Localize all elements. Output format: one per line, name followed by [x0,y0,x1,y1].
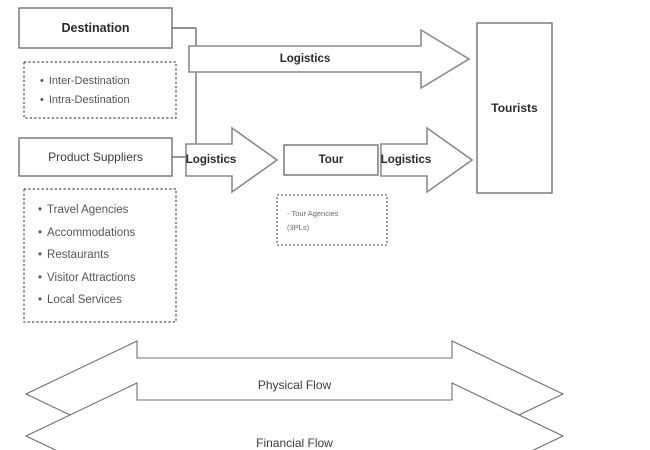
logistics-mid-right-arrow [380,126,474,194]
list-item: • Intra-Destination [40,94,176,106]
tourists-box [476,22,553,194]
list-item: • Restaurants [38,249,176,262]
list-item-label: Inter-Destination [48,74,130,87]
tour-box [283,144,379,176]
bullet-icon: • [40,74,44,87]
financial-flow-arrow [24,382,565,450]
list-item: • Travel Agencies [38,204,176,217]
tour-agencies-note-line1: - Tour Agencies [287,209,339,218]
tour-agencies-note: - Tour Agencies (3PLs) [277,195,387,245]
supplier-types-box [23,188,177,323]
list-item-label: Restaurants [47,249,110,262]
destination-box [18,7,173,49]
list-item: • Visitor Attractions [38,272,176,285]
list-item-label: Local Services [47,294,122,307]
destination-types-box [23,61,177,119]
destination-types-list: • Inter-Destination • Intra-Destination [24,62,176,118]
bullet-icon: • [38,226,43,239]
bullet-icon: • [40,93,44,106]
list-item-label: Travel Agencies [47,204,129,217]
list-item: • Accommodations [38,227,176,240]
bullet-icon: • [38,204,43,217]
list-item-label: Accommodations [47,226,136,239]
bullet-icon: • [38,294,43,307]
list-item-label: Intra-Destination [48,93,130,106]
list-item: • Inter-Destination [40,75,176,87]
supplier-types-list: • Travel Agencies • Accommodations • Res… [24,189,176,322]
logistics-mid-left-arrow [185,126,279,194]
list-item-label: Visitor Attractions [47,271,136,284]
bullet-icon: • [38,249,43,262]
product-suppliers-box [18,137,173,177]
bullet-icon: • [38,271,43,284]
logistics-top-arrow [188,28,471,90]
tour-agencies-box [276,194,388,246]
tour-agencies-note-line2: (3PLs) [287,223,310,233]
list-item: • Local Services [38,294,176,307]
